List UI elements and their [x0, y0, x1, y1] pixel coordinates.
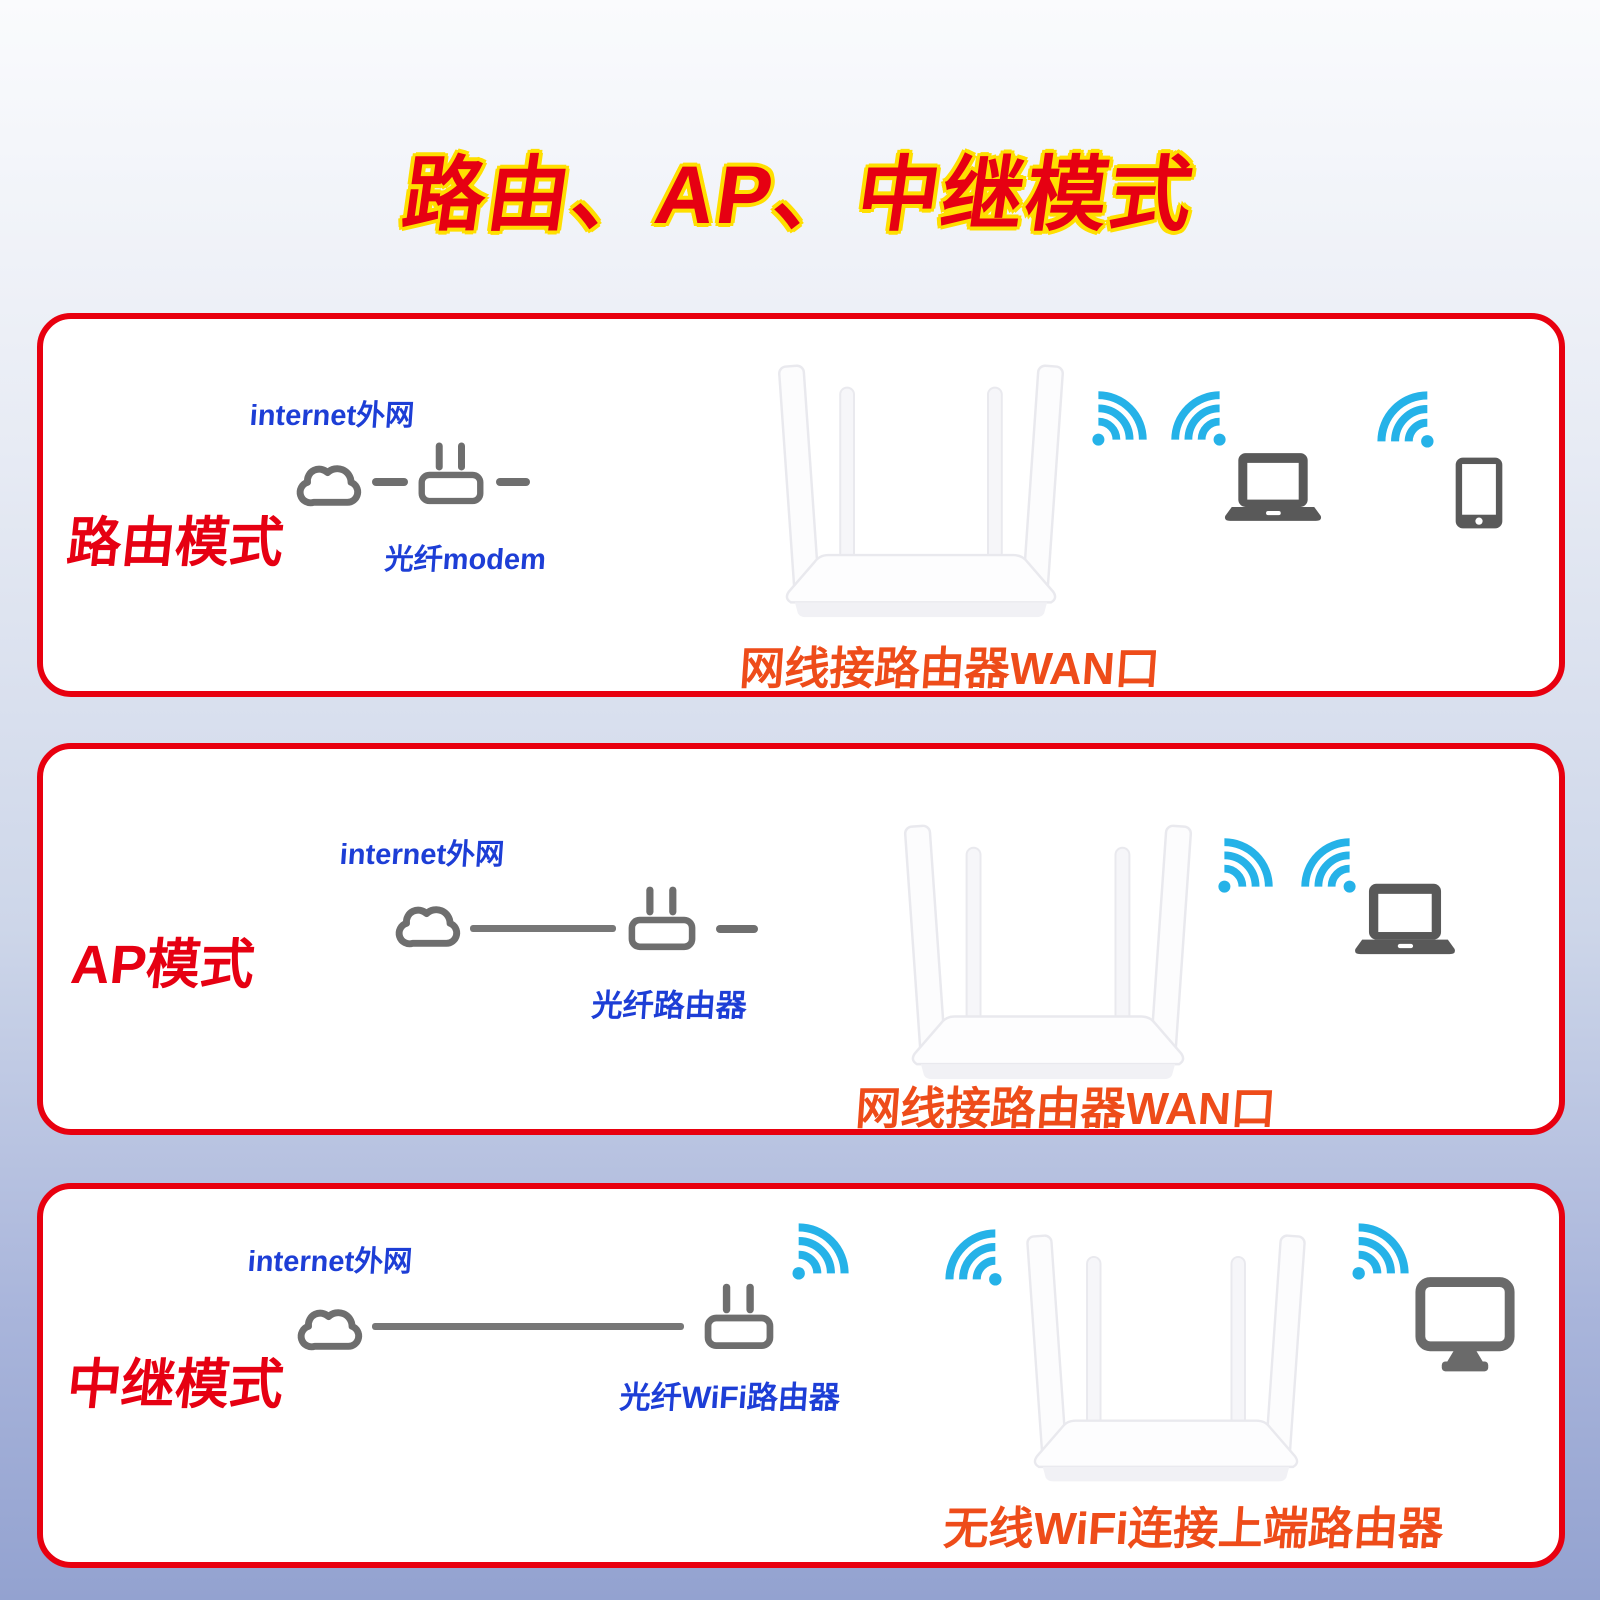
cable-dash [372, 478, 408, 486]
cable-dash [496, 478, 530, 486]
fiber-modem-icon [418, 442, 484, 505]
caption-ap-mode: 网线接路由器WAN口 [853, 1083, 1278, 1134]
wifi-signal-icon [1171, 391, 1226, 446]
mode-label-ap: AP模式 [68, 935, 258, 995]
internet-label-1: internet外网 [248, 400, 416, 432]
device-label-2: 光纤路由器 [590, 988, 749, 1023]
wifi-signal-icon [1218, 838, 1273, 893]
device-label-3: 光纤WiFi路由器 [618, 1380, 842, 1415]
wifi-signal-icon [792, 1223, 849, 1280]
internet-cloud-icon [296, 465, 362, 507]
wireless-router-device [1026, 1234, 1306, 1482]
caption-router-mode: 网线接路由器WAN口 [737, 643, 1162, 694]
mode-label-repeater: 中继模式 [64, 1355, 287, 1415]
panel-ap-mode [37, 743, 1565, 1135]
cable-line [470, 925, 616, 932]
cable-line [372, 1323, 684, 1330]
wifi-signal-icon [945, 1229, 1002, 1286]
wifi-signal-icon [1352, 1223, 1409, 1280]
desktop-monitor-icon [1415, 1277, 1515, 1372]
wifi-signal-icon [1301, 838, 1356, 893]
internet-label-3: internet外网 [246, 1246, 414, 1278]
laptop-icon [1224, 453, 1322, 521]
panel-repeater-mode [37, 1183, 1565, 1568]
page-title: 路由、AP、中继模式 [397, 150, 1201, 241]
internet-cloud-icon [297, 1309, 363, 1351]
fiber-modem-icon [704, 1283, 774, 1349]
caption-repeater-mode: 无线WiFi连接上端路由器 [941, 1503, 1446, 1554]
wifi-signal-icon [1377, 391, 1434, 448]
tablet-icon [1455, 457, 1503, 529]
wireless-router-device [778, 364, 1064, 618]
internet-label-2: internet外网 [338, 839, 506, 871]
internet-cloud-icon [395, 906, 461, 948]
wireless-router-device [903, 824, 1193, 1080]
wifi-signal-icon [1092, 391, 1147, 446]
fiber-modem-icon [628, 886, 696, 951]
laptop-icon [1355, 883, 1455, 955]
cable-dash [716, 925, 758, 933]
device-label-1: 光纤modem [383, 544, 548, 576]
mode-label-router: 路由模式 [64, 513, 287, 573]
